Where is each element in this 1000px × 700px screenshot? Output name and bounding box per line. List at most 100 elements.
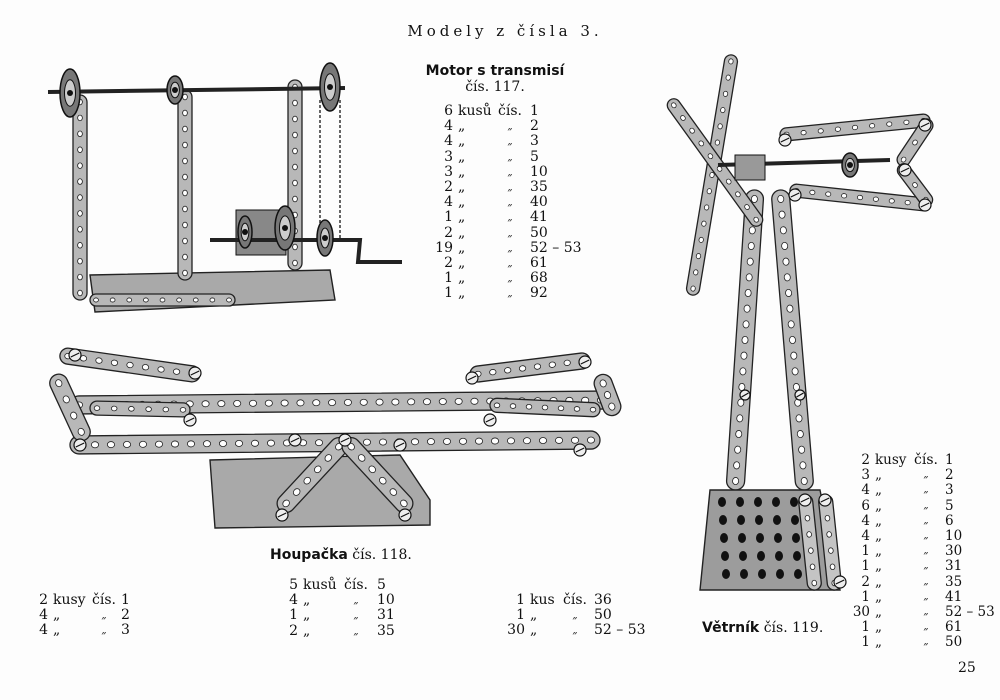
part-quantity: 1: [516, 607, 525, 624]
parts-row: 4„„6: [848, 514, 1000, 529]
part-number: 3: [530, 133, 539, 150]
motor-illustration: [47, 62, 402, 313]
part-label: „: [923, 499, 929, 511]
part-label: „: [923, 636, 929, 648]
part-number: 5: [377, 577, 386, 593]
part-label: „: [923, 621, 929, 633]
parts-row: 1„„31: [848, 559, 1000, 574]
part-quantity: 2: [444, 224, 453, 241]
parts-row: 3„„2: [848, 468, 1000, 483]
part-label: „: [572, 610, 578, 622]
part-unit: „: [458, 163, 466, 180]
perforated-strip: [771, 189, 814, 491]
part-label: „: [507, 166, 513, 178]
part-unit: „: [303, 622, 311, 639]
part-label: „: [923, 484, 929, 496]
part-quantity: 3: [444, 148, 453, 165]
part-unit: „: [458, 285, 466, 302]
perforated-strip: [89, 400, 191, 418]
part-unit: kusy: [53, 592, 86, 608]
parts-row: 1„„68: [435, 270, 590, 287]
parts-row: 6 „ „ 5: [848, 497, 1000, 514]
part-quantity: 2: [289, 622, 298, 639]
part-quantity: 19: [435, 239, 453, 256]
part-label: „: [507, 227, 513, 239]
part-label: čís.: [344, 577, 368, 593]
part-number: 50: [945, 634, 963, 651]
part-unit: „: [458, 224, 466, 241]
part-number: 68: [530, 270, 548, 287]
part-quantity: 1: [861, 558, 870, 575]
part-unit: kus: [530, 592, 555, 608]
perforated-strip: [49, 373, 91, 442]
part-label: „: [923, 469, 929, 481]
part-label: „: [507, 136, 513, 148]
part-unit: „: [875, 467, 882, 484]
part-unit: „: [458, 178, 466, 195]
part-unit: „: [53, 607, 61, 624]
part-quantity: 1: [861, 588, 870, 605]
part-quantity: 4: [289, 592, 298, 609]
part-quantity: 1: [861, 634, 870, 651]
parts-row: 3„„5: [435, 148, 590, 165]
part-quantity: 4: [861, 482, 870, 499]
motor-number: čís. 117.: [465, 79, 525, 95]
part-number: 35: [377, 622, 395, 639]
parts-row: 3„„10: [435, 163, 590, 180]
part-label: „: [507, 257, 513, 269]
part-unit: „: [875, 603, 882, 620]
part-number: 35: [530, 178, 548, 195]
part-quantity: 4: [444, 133, 453, 150]
part-number: 35: [945, 573, 963, 590]
part-label: „: [507, 181, 513, 193]
part-number: 61: [945, 619, 963, 636]
parts-row: 2„„61: [435, 254, 590, 271]
part-quantity: 3: [861, 467, 870, 484]
part-quantity: 6: [861, 497, 870, 514]
perforated-strip: [725, 189, 765, 491]
part-quantity: 1: [516, 592, 525, 608]
part-unit: „: [875, 497, 882, 514]
part-label: „: [923, 575, 929, 587]
parts-row: 4 „ „ 3: [435, 134, 590, 149]
windmill-illustration: [666, 54, 934, 591]
part-unit: „: [303, 607, 311, 624]
part-quantity: 1: [444, 270, 453, 287]
part-label: „: [923, 514, 929, 526]
parts-row: 1„„92: [435, 286, 590, 301]
part-label: „: [507, 121, 513, 133]
part-unit: „: [458, 133, 466, 150]
perforated-strip: [72, 94, 88, 301]
part-label: „: [353, 610, 359, 622]
parts-row: 1„„50: [505, 607, 654, 624]
part-unit: „: [875, 588, 882, 605]
part-unit: „: [458, 209, 466, 226]
part-label: „: [101, 610, 107, 622]
part-label: čís.: [92, 592, 116, 608]
part-number: 5: [945, 497, 954, 514]
parts-row: 30„„52 – 53: [848, 605, 1000, 620]
part-unit: kusy: [875, 452, 907, 468]
part-number: 52 – 53: [530, 239, 582, 256]
page-title: Modely z čísla 3.: [407, 22, 603, 40]
parts-row: 4„„2: [435, 118, 590, 134]
parts-row: 2„„35: [288, 622, 417, 639]
perforated-strip: [593, 373, 622, 417]
seesaw-illustration: [49, 347, 622, 529]
perforated-strip: [489, 397, 601, 418]
perforated-strip: [177, 89, 193, 281]
part-unit: „: [875, 634, 882, 651]
part-unit: „: [458, 239, 466, 256]
part-quantity: 1: [861, 543, 870, 560]
part-unit: „: [458, 254, 466, 271]
motor-caption: Motor s transmisí čís. 117.: [395, 63, 595, 95]
perforated-strip: [469, 352, 591, 383]
parts-row: 30„„52 – 53: [505, 623, 654, 638]
part-quantity: 4: [861, 527, 870, 544]
